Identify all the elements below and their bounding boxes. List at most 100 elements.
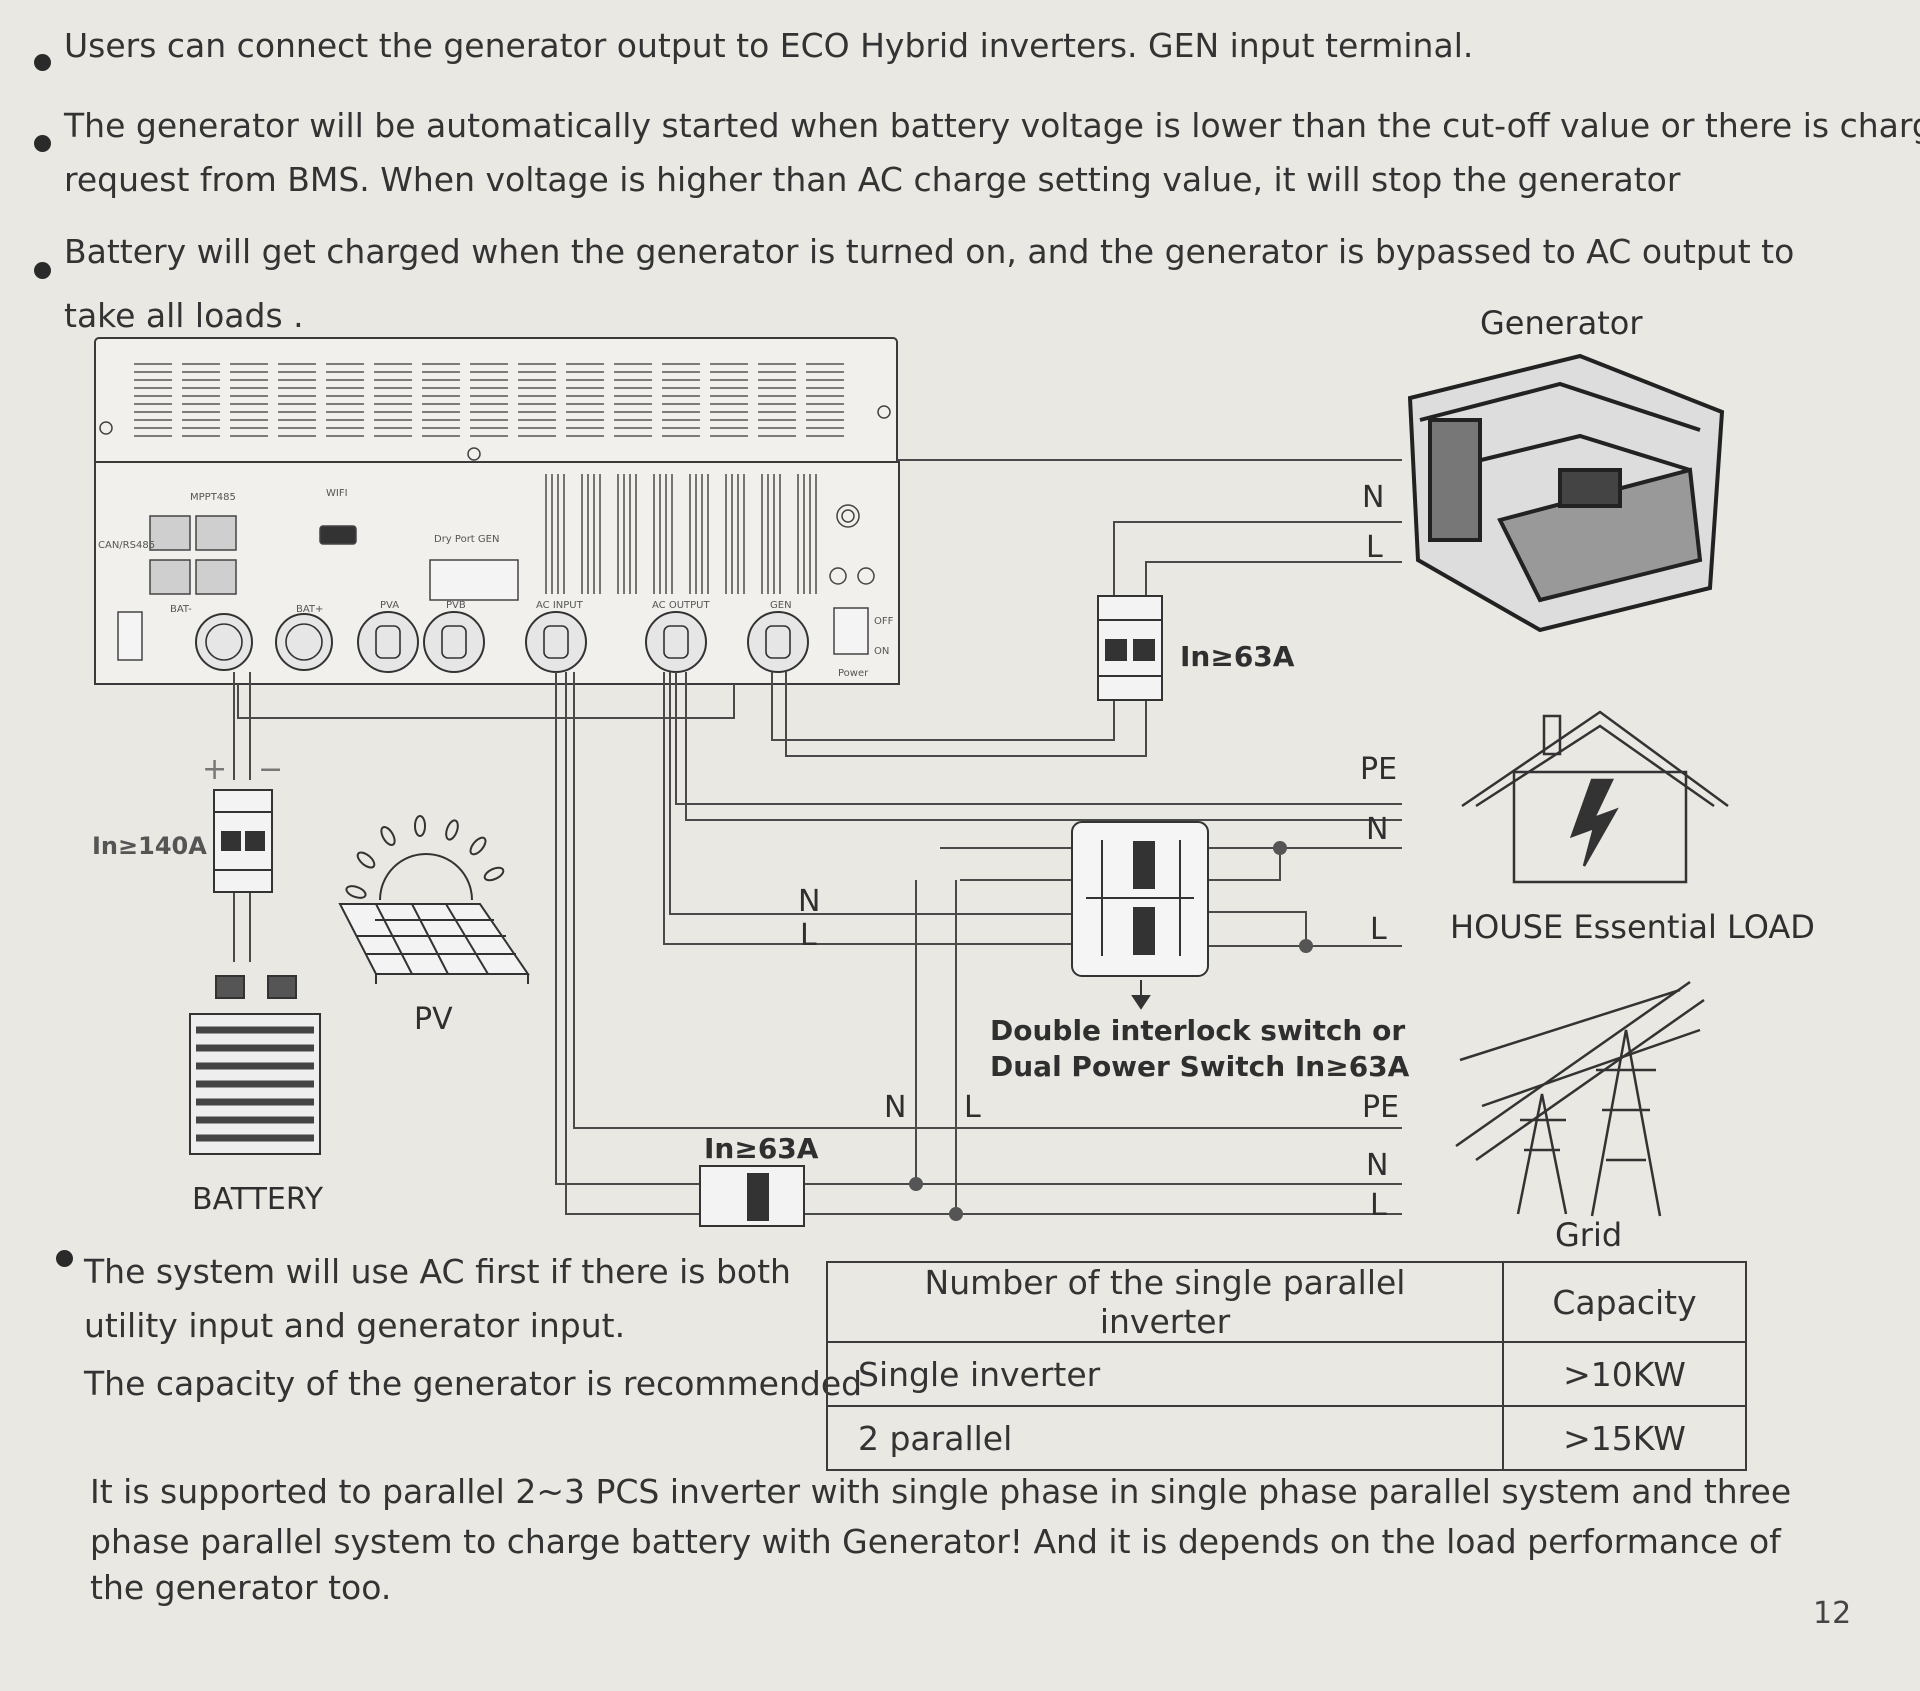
interlock-switch <box>1071 821 1209 1010</box>
acoutput-label: AC OUTPUT <box>652 600 710 611</box>
paragraph-4-line3: The capacity of the generator is recomme… <box>84 1364 863 1403</box>
output-n-label: N <box>798 884 821 919</box>
battery-minus-label: − <box>258 752 284 787</box>
table-cell: >10KW <box>1502 1341 1747 1407</box>
pv-label: PV <box>414 1002 453 1037</box>
paragraph-4-line2: utility input and generator input. <box>84 1306 626 1345</box>
bullet <box>34 54 51 71</box>
bat-plus-terminal <box>275 613 333 671</box>
grid-label: Grid <box>1555 1216 1623 1254</box>
junction-dot <box>1273 841 1287 855</box>
generator-icon <box>1407 353 1725 633</box>
paragraph-4-line1: The system will use AC first if there is… <box>84 1252 791 1291</box>
grid-tower-icon <box>1455 980 1705 1217</box>
ground-icon <box>857 567 875 585</box>
bullet <box>56 1250 73 1267</box>
pva-label: PVA <box>380 600 399 611</box>
table-cell: >15KW <box>1502 1405 1747 1471</box>
paragraph-5-line2: phase parallel system to charge battery … <box>90 1522 1781 1561</box>
switch-label-line1: Double interlock switch or <box>990 1014 1406 1047</box>
battery-breaker <box>213 789 273 893</box>
load-l-label: L <box>1370 912 1387 947</box>
grid-l-label: L <box>1370 1188 1387 1223</box>
table-row: 2 parallel >15KW <box>826 1405 1747 1471</box>
paragraph-3-line1: Battery will get charged when the genera… <box>64 232 1795 271</box>
paragraph-2-line2: request from BMS. When voltage is higher… <box>64 160 1681 199</box>
switch-label-line2: Dual Power Switch In≥63A <box>990 1050 1410 1083</box>
dry-port-terminal <box>429 559 519 601</box>
paragraph-5-line1: It is supported to parallel 2~3 PCS inve… <box>90 1472 1792 1511</box>
wifi-label: WIFI <box>326 488 348 499</box>
rj45-port-icon <box>195 559 237 595</box>
on-label: ON <box>874 646 889 657</box>
pvb-label: PVB <box>446 600 466 611</box>
acinput-label: AC INPUT <box>536 600 584 611</box>
mid-l-label: L <box>964 1090 981 1125</box>
usb-port-icon <box>319 525 357 545</box>
gen-n-label: N <box>1362 480 1385 515</box>
bullet <box>34 135 51 152</box>
off-label: OFF <box>874 616 894 627</box>
ground-icon <box>829 567 847 585</box>
junction-dot <box>909 1177 923 1191</box>
dryport-label: Dry Port GEN <box>434 534 499 545</box>
screw-icon <box>99 421 113 435</box>
power-label: Power <box>838 668 869 679</box>
pvb-terminal <box>423 611 485 673</box>
indicator-icon <box>836 504 860 528</box>
table-header-cell: Number of the single parallel inverter <box>826 1261 1504 1343</box>
output-l-label: L <box>800 918 817 953</box>
house-icon <box>1461 710 1729 884</box>
switch-icon <box>117 611 143 661</box>
screw-icon <box>877 405 891 419</box>
mid-n-label: N <box>884 1090 907 1125</box>
screw-icon <box>467 447 481 461</box>
house-load-label: HOUSE Essential LOAD <box>1450 908 1815 946</box>
gen-l-label: L <box>1366 530 1383 565</box>
power-switch-icon <box>833 607 869 655</box>
vent-grille <box>134 363 844 594</box>
rj45-port-icon <box>195 515 237 551</box>
canrs-label: CAN/RS485 <box>98 540 155 551</box>
table-header-cell: Capacity <box>1502 1261 1747 1343</box>
grid-pe-label: PE <box>1362 1090 1400 1125</box>
bat1-label: BAT- <box>170 604 192 615</box>
bat2-label: BAT+ <box>296 604 323 615</box>
grid-breaker <box>699 1165 805 1227</box>
gen-breaker-label: In≥63A <box>1180 640 1295 673</box>
battery-cells <box>196 1026 314 1142</box>
paragraph-2-line1: The generator will be automatically star… <box>64 106 1920 145</box>
generator-capacity-table: Number of the single parallel inverter C… <box>826 1261 1747 1471</box>
junction-dot <box>949 1207 963 1221</box>
gen-terminal <box>747 611 809 673</box>
grid-n-label: N <box>1366 1148 1389 1183</box>
bullet <box>34 262 51 279</box>
load-pe-label: PE <box>1360 752 1398 787</box>
gen-terminal-label: GEN <box>770 600 792 611</box>
grid-breaker-label: In≥63A <box>704 1132 819 1165</box>
table-cell: 2 parallel <box>826 1405 1504 1471</box>
gen-breaker <box>1097 595 1163 701</box>
battery-plus-label: + <box>202 752 228 787</box>
table-header-row: Number of the single parallel inverter C… <box>826 1261 1747 1343</box>
indicator-icon <box>841 509 855 523</box>
paragraph-3-line2: take all loads . <box>64 296 304 335</box>
ac-output-terminal <box>645 611 707 673</box>
pva-terminal <box>357 611 419 673</box>
table-row: Single inverter >10KW <box>826 1341 1747 1407</box>
generator-label: Generator <box>1480 304 1643 342</box>
sun-rays-icon <box>345 815 505 899</box>
battery-label: BATTERY <box>192 1182 324 1217</box>
mppt-label: MPPT485 <box>190 492 236 503</box>
rj45-port-icon <box>149 515 191 551</box>
rj45-port-icon <box>149 559 191 595</box>
wire <box>233 459 1402 1215</box>
junction-dot <box>1299 939 1313 953</box>
bat-minus-terminal <box>195 613 253 671</box>
pv-panel-icon <box>338 853 530 984</box>
battery-breaker-label: In≥140A <box>92 832 207 860</box>
paragraph-1: Users can connect the generator output t… <box>64 26 1474 65</box>
page-number: 12 <box>1813 1596 1852 1631</box>
